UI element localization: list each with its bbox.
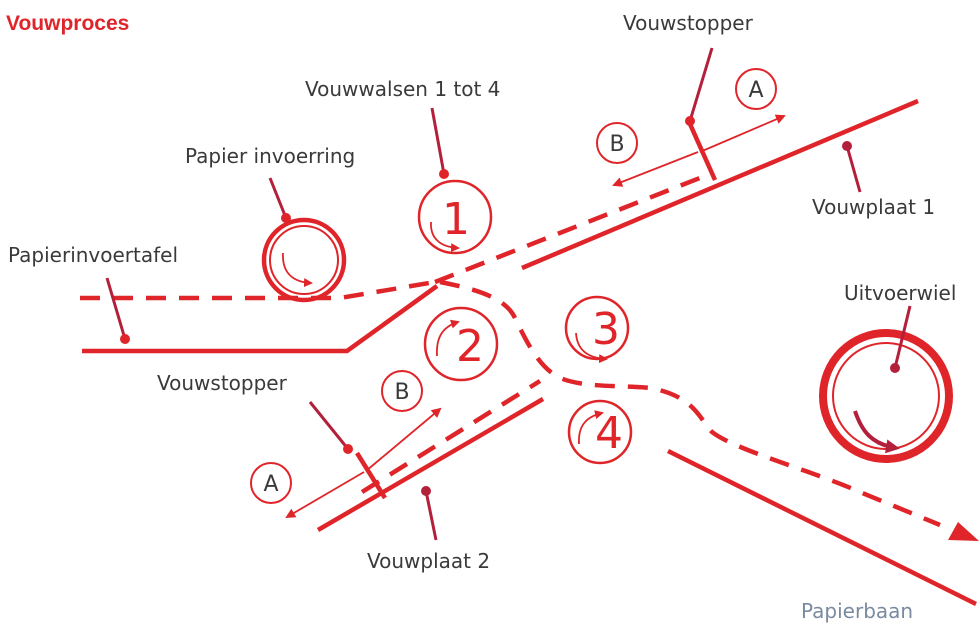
fold-roller-1: 1	[417, 179, 493, 255]
svg-text:A: A	[748, 78, 763, 103]
fold-roller-3: 3	[564, 295, 630, 364]
roller-number: 4	[595, 408, 623, 459]
fold-stop-top-arrow-b	[612, 151, 699, 187]
svg-text:A: A	[263, 472, 278, 497]
rotation-arrow-icon	[430, 221, 460, 253]
label-papierinvoertafel: Papierinvoertafel	[8, 243, 178, 267]
fold-plate-2	[316, 397, 545, 532]
fold-stop-top-bar	[687, 123, 718, 181]
marker-top-b: B	[596, 122, 638, 164]
fold-plate-1	[521, 98, 919, 271]
marker-bottom-b: B	[381, 370, 423, 412]
label-uitvoerwiel: Uitvoerwiel	[844, 281, 956, 305]
diagram-title: Vouwproces	[6, 12, 129, 35]
marker-bottom-a: A	[250, 462, 292, 504]
roller-number: 1	[442, 194, 470, 245]
svg-text:B: B	[609, 132, 624, 157]
roller-number: 3	[592, 304, 620, 355]
label-vouwplaat-1: Vouwplaat 1	[812, 195, 935, 219]
paper-exit-arrowhead	[948, 522, 979, 541]
leader-lines	[105, 47, 912, 541]
label-vouwstopper-top: Vouwstopper	[623, 11, 754, 35]
fold-stop-top-arrow-a	[699, 114, 786, 153]
roller-number: 2	[456, 321, 484, 372]
rotation-arrow-icon	[282, 252, 313, 288]
fold-roller-4: 4	[567, 399, 633, 465]
rotation-arrow-icon	[575, 332, 608, 364]
paper-path-dashed-plate2	[360, 379, 542, 494]
rotation-arrow-icon	[578, 410, 604, 445]
paper-feed-ring	[261, 217, 347, 303]
paper-path-dashed-plate1	[434, 171, 711, 285]
marker-top-a: A	[735, 68, 777, 110]
label-papier-invoerring: Papier invoerring	[185, 144, 355, 168]
paper-path-dashed-loop	[439, 279, 941, 528]
label-vouwwalsen: Vouwwalsen 1 tot 4	[305, 77, 500, 101]
fold-roller-2: 2	[423, 306, 499, 382]
label-vouwplaat-2: Vouwplaat 2	[367, 549, 490, 573]
label-vouwstopper-bottom: Vouwstopper	[157, 371, 288, 395]
output-wheel	[819, 329, 953, 463]
rotation-arrow-icon	[853, 410, 900, 454]
fold-stop-bottom-arrow-b	[365, 407, 442, 472]
feed-table	[82, 284, 439, 354]
paper-path-dashed-feed	[80, 279, 436, 301]
fold-stop-bottom-arrow-a	[285, 471, 365, 519]
rotation-arrow-icon	[436, 319, 460, 357]
svg-text:B: B	[394, 380, 409, 405]
label-papierbaan: Papierbaan	[801, 599, 913, 623]
paper-path-plate	[666, 448, 978, 607]
fold-stop-bottom-bar	[355, 451, 387, 500]
